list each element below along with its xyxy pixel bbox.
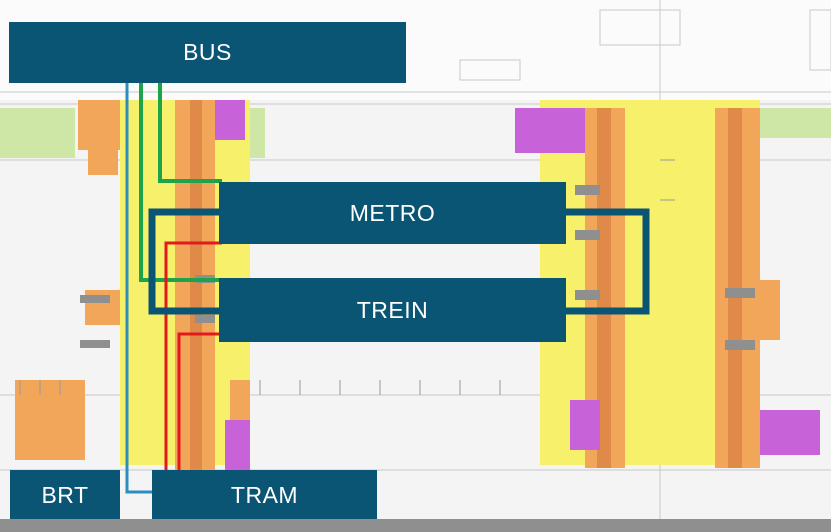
tram-route-line <box>177 332 222 470</box>
brt-label: BRT <box>41 481 89 508</box>
brt-route-line <box>125 82 152 494</box>
metro-label: METRO <box>349 199 436 226</box>
station-loop-right <box>565 208 650 315</box>
tram-box: TRAM <box>152 470 377 520</box>
bottom-bar <box>0 519 831 532</box>
bus-box: BUS <box>9 22 406 83</box>
trein-box: TREIN <box>219 278 566 342</box>
bus-route-line <box>158 82 222 183</box>
station-loop-left <box>148 208 222 315</box>
metro-box: METRO <box>219 182 566 244</box>
brt-box: BRT <box>10 470 120 520</box>
tram-route-line <box>164 241 222 470</box>
bus-route-line <box>139 82 222 282</box>
tram-label: TRAM <box>230 481 299 508</box>
bus-label: BUS <box>183 39 232 65</box>
trein-label: TREIN <box>356 296 429 323</box>
